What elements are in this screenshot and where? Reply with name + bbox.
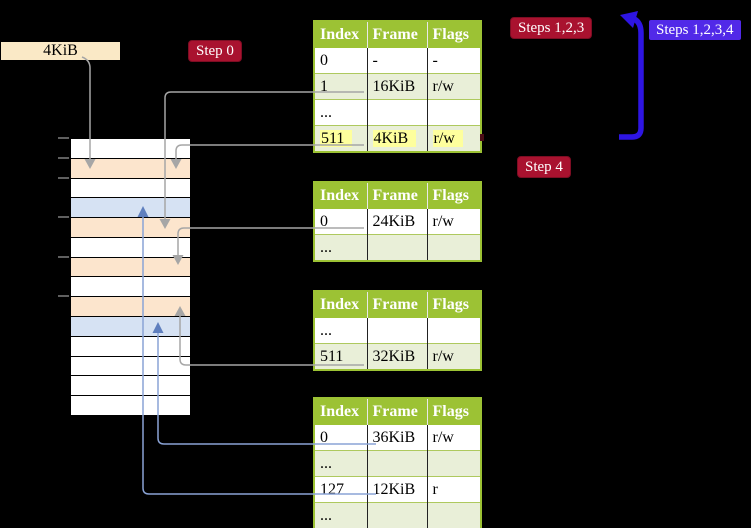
memory-row-empty [71, 139, 190, 159]
steps1234-badge: Steps 1,2,3,4 [649, 20, 741, 40]
table-header-frame: Frame [366, 398, 427, 425]
memory-row-empty [71, 396, 190, 415]
table-cell: 32KiB [366, 343, 427, 370]
memory-row-mapped-frame [71, 297, 190, 318]
table-cell [366, 450, 427, 477]
table-cell: 127 [314, 476, 367, 503]
table-header-frame: Frame [366, 291, 427, 318]
table-header-index: Index [314, 182, 367, 209]
table-cell: 511 [314, 343, 367, 370]
table-row: ... [314, 99, 481, 126]
table-cell: 0 [314, 209, 367, 235]
table-cell [366, 234, 427, 261]
step4-badge: Step 4 [517, 156, 571, 178]
table-header-frame: Frame [366, 182, 427, 209]
table-cell: r/w [426, 125, 481, 152]
table-cell: 12KiB [366, 476, 427, 503]
table-cell: 36KiB [366, 425, 427, 451]
table-row: ... [314, 502, 481, 528]
memory-row-empty [71, 237, 190, 258]
memory-row-mapped-frame [71, 218, 190, 238]
table-header-index: Index [314, 398, 367, 425]
table-cell [366, 318, 427, 344]
table-header-frame: Frame [366, 21, 427, 48]
table-cell: - [366, 48, 427, 74]
table-cell [426, 318, 481, 344]
memory-row-empty [71, 356, 190, 377]
table-cell: r/w [426, 343, 481, 370]
table-cell [366, 99, 427, 126]
table-cell: 0 [314, 425, 367, 451]
table-cell: 511 [314, 125, 367, 152]
table-row: ... [314, 234, 481, 261]
table-cell [426, 502, 481, 528]
table-cell: 4KiB [366, 125, 427, 152]
table-cell: 24KiB [366, 209, 427, 235]
table-row: ... [314, 318, 481, 344]
page-size-label: 4KiB [1, 42, 120, 60]
table-header-index: Index [314, 291, 367, 318]
table-cell: r/w [426, 73, 481, 100]
memory-column [70, 138, 191, 416]
memory-row-empty [71, 336, 190, 357]
table-cell: - [426, 48, 481, 74]
table-cell: 16KiB [366, 73, 427, 100]
table-cell [426, 234, 481, 261]
table-cell [426, 450, 481, 477]
table-row: ... [314, 450, 481, 477]
table-header-flags: Flags [426, 21, 481, 48]
steps123-badge: Steps 1,2,3 [510, 17, 593, 39]
table-cell: ... [314, 234, 367, 261]
memory-row-empty [71, 277, 190, 298]
table-header-flags: Flags [426, 182, 481, 209]
memory-row-empty [71, 376, 190, 397]
table-cell: 1 [314, 73, 367, 100]
table-header-index: Index [314, 21, 367, 48]
highlighted-value: 511 [320, 129, 353, 147]
step0-badge: Step 0 [188, 40, 242, 62]
memory-row-page-table-frame [71, 198, 190, 219]
table-cell: ... [314, 502, 367, 528]
memory-row-mapped-frame [71, 158, 190, 179]
table-cell: ... [314, 99, 367, 126]
table-cell [426, 99, 481, 126]
memory-row-page-table-frame [71, 317, 190, 337]
memory-row-empty [71, 178, 190, 199]
table-cell: r/w [426, 209, 481, 235]
memory-tick-marks [58, 137, 69, 297]
steps-loop-arrow [619, 11, 644, 140]
table-row: 511 4KiB r/w [314, 125, 481, 152]
table-header-flags: Flags [426, 398, 481, 425]
table-cell: 0 [314, 48, 367, 74]
table-header-flags: Flags [426, 291, 481, 318]
table-row: 0-- [314, 48, 481, 74]
table-cell: ... [314, 450, 367, 477]
memory-row-mapped-frame [71, 257, 190, 278]
table-cell: r [426, 476, 481, 503]
table-cell: r/w [426, 425, 481, 451]
table-cell [366, 502, 427, 528]
highlighted-value: r/w [432, 129, 463, 147]
table-cell: ... [314, 318, 367, 344]
highlighted-value: 4KiB [372, 129, 417, 147]
